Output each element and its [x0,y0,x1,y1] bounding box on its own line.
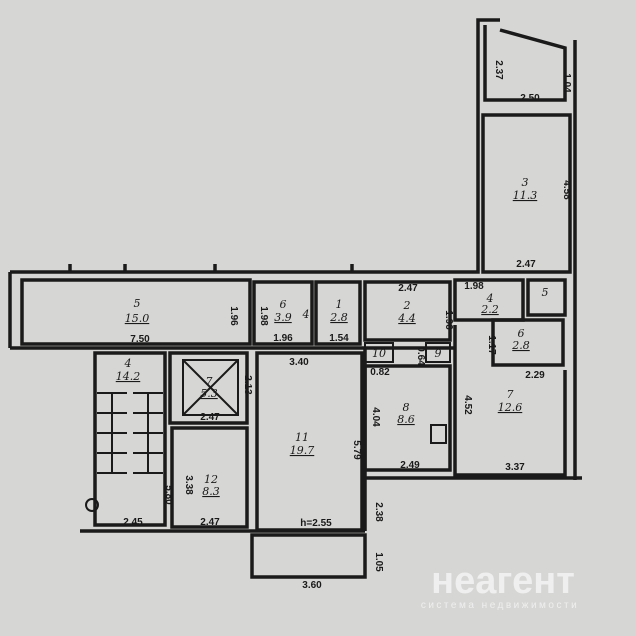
room-number: 4 [124,357,132,370]
dimension: h=2.55 [300,518,332,529]
dimension: 2.47 [200,517,220,528]
dimension: 1.05 [373,552,384,572]
room-area: 11.3 [513,189,538,202]
dimension: 1.54 [329,333,349,344]
dimension: 4.52 [462,395,473,415]
dimension: 2.47 [200,412,220,423]
room-number: 6 [518,327,525,340]
room-area: 8.3 [202,485,220,498]
dimension-labels: 7.50 1.96 1.98 1.96 1.54 2.47 1.96 3.40 … [123,60,572,591]
room-number: 4 [302,308,310,321]
room-area: 14.2 [116,370,141,383]
dimension: 3.40 [289,357,309,368]
room-number: 6 [280,298,287,311]
dimension: 3.38 [183,475,194,495]
room-area: 8.6 [397,413,415,426]
dimension: 2.29 [525,370,545,381]
room-number: 2 [403,299,411,312]
room-area: 2.8 [511,339,530,352]
dimension: 1.96 [273,333,293,344]
dimension: 3.60 [302,580,322,591]
room-area: 5.3 [200,387,218,400]
dimension: 4.04 [370,407,381,427]
dimension: 1.04 [561,73,572,93]
dimension: 2.47 [516,259,536,270]
dimension: 0.82 [370,367,390,378]
room-area: 2.2 [480,303,499,316]
room-number: 12 [204,473,218,486]
room-number: 9 [435,347,442,360]
room-number: 4 [486,292,494,305]
room-area: 2.8 [329,311,348,324]
room-number: 11 [295,431,309,444]
room-number: 1 [336,298,343,311]
room-number: 3 [522,176,529,189]
dimension: 3.37 [505,462,525,473]
dimension: 1.96 [228,306,239,326]
room-area: 3.9 [274,311,292,324]
room-number: 10 [372,347,386,360]
dimension: 5.80 [163,485,174,505]
room-number: 5 [542,286,549,299]
dimension: 1.98 [464,281,484,292]
dimension: 2.37 [493,60,504,80]
watermark-logo: неагент [431,560,575,602]
dimension: 2.45 [123,517,143,528]
walls [8,18,582,579]
dimension: 1.98 [258,306,269,326]
dimension: 2.38 [373,502,384,522]
room-area: 4.4 [397,312,416,325]
dimension: 4.58 [561,180,572,200]
dimension: 2.49 [400,460,420,471]
watermark-tagline: система недвижимости [421,600,579,611]
dimension: 0.64 [415,346,426,366]
dimension: 7.50 [130,334,150,345]
room-number: 7 [507,388,514,401]
room-area: 19.7 [290,444,315,457]
dimension: 5.79 [351,440,362,460]
room-area: 12.6 [498,401,523,414]
room-number: 8 [403,401,410,414]
dimension: 1.17 [486,335,497,355]
room-number: 5 [134,297,141,310]
dimension: 2.13 [242,375,253,395]
dimension: 1.96 [443,310,454,330]
room-number: 7 [206,375,213,388]
room-area: 15.0 [125,312,150,325]
room-labels: 5 15.0 6 3.9 1 2.8 2 4.4 4 14.2 7 5.3 12… [116,176,549,498]
dimension: 2.50 [520,93,540,104]
dimension: 2.47 [398,283,418,294]
